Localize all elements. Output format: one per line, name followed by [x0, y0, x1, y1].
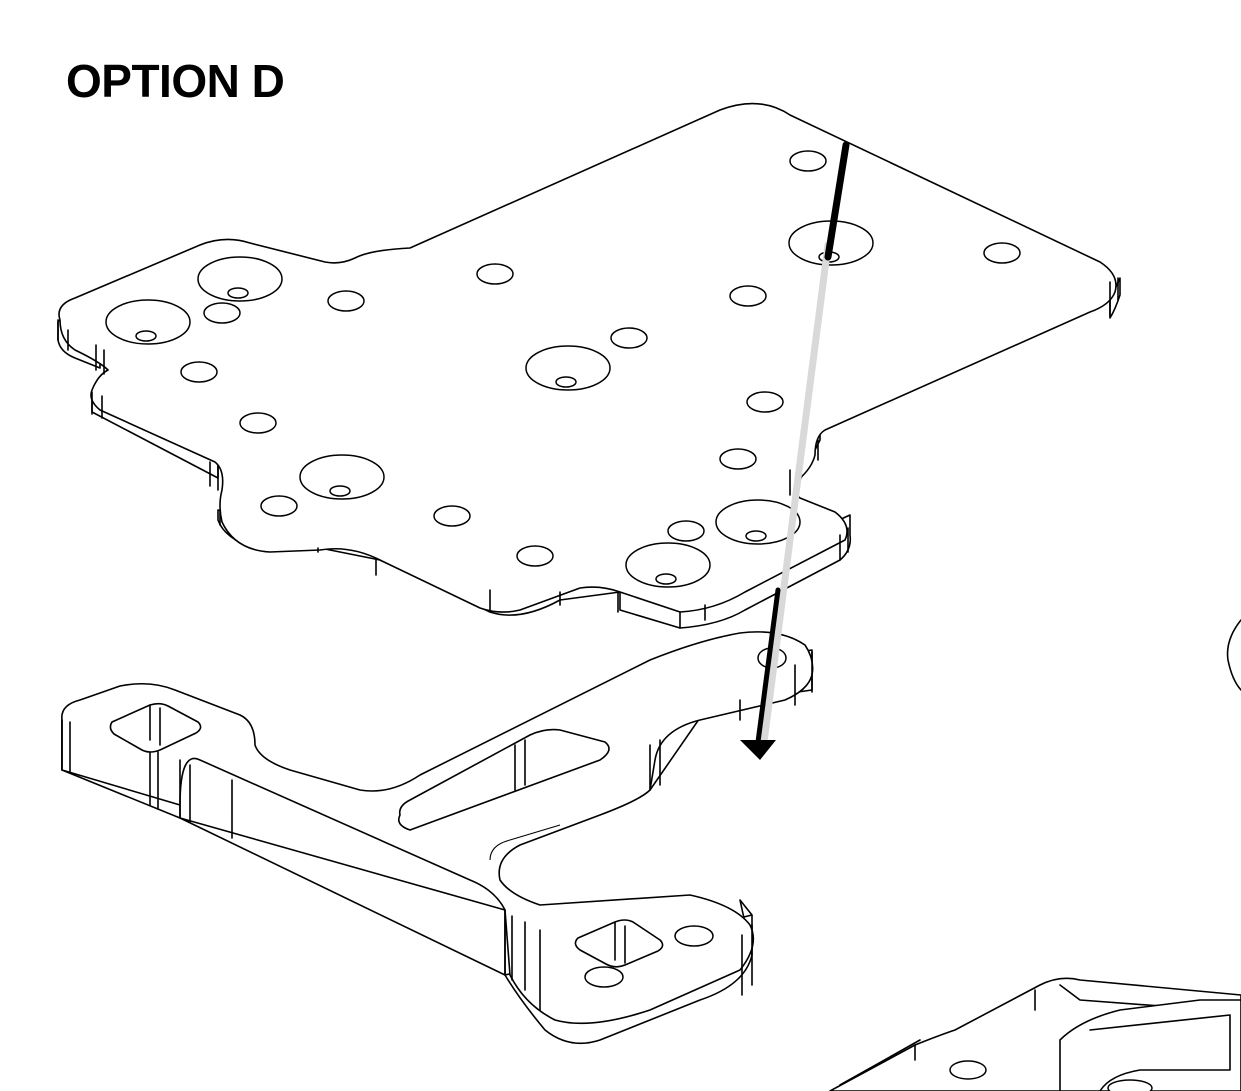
top-plate	[57, 102, 1121, 629]
lower-bracket-window-bottom	[574, 919, 664, 968]
assembly-arrow-head	[740, 740, 776, 760]
partial-part-bottom-right	[829, 977, 1241, 1091]
top-plate-counterbore-holes	[105, 220, 874, 588]
lower-bracket-window-left	[109, 702, 202, 753]
assembly-arrow-shadow	[760, 241, 832, 746]
top-plate-small-holes	[180, 150, 1021, 567]
option-title: OPTION D	[66, 55, 285, 107]
assembly-arrow	[740, 141, 850, 760]
partial-part-right-edge	[1226, 619, 1241, 691]
lower-bracket-slot	[397, 728, 610, 831]
assembly-arrow-shaft-lower	[755, 587, 781, 745]
assembly-arrow-shaft-upper	[824, 141, 850, 261]
lower-bracket	[61, 631, 814, 1045]
lower-bracket-top	[61, 631, 814, 1025]
lower-bracket-hole-right	[674, 925, 714, 947]
lower-bracket-hole-bottom	[584, 966, 624, 988]
